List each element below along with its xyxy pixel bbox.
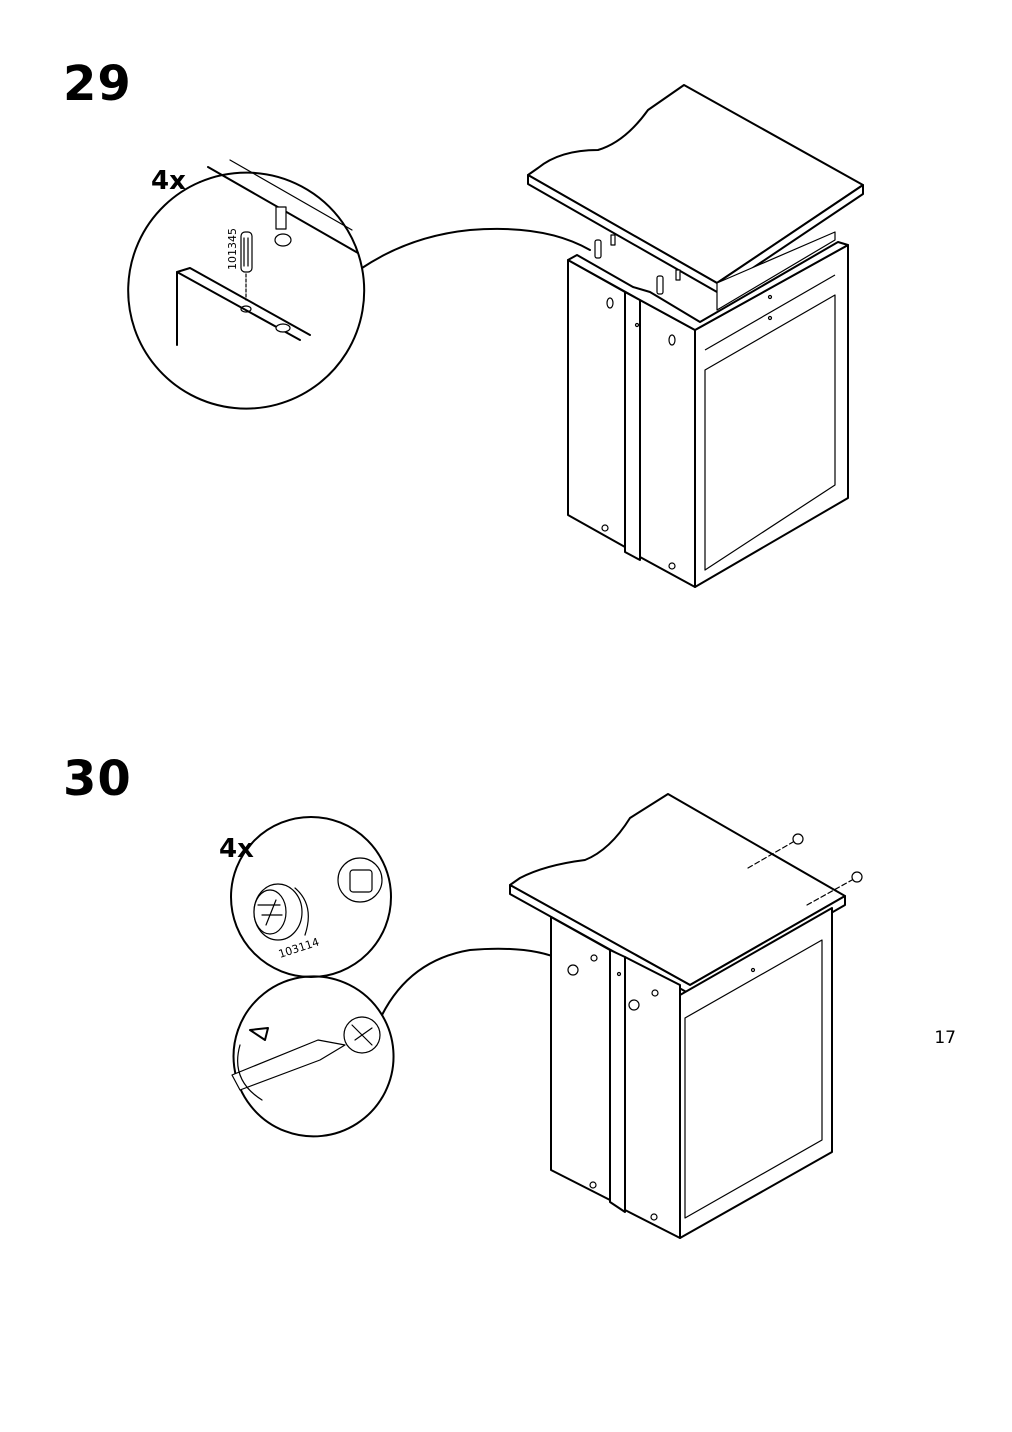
step-29-part-code: 101345 (226, 228, 239, 270)
step-30-number: 30 (63, 751, 132, 807)
step-30-detail-callout-tool (231, 947, 563, 1138)
step-29-quantity: 4x (151, 166, 186, 196)
step-29-number: 29 (63, 56, 132, 112)
step-30-detail-callout-part: 103114 (230, 816, 392, 978)
step-29-detail-callout: 101345 (127, 159, 591, 410)
cam-lock-nut-icon (253, 883, 309, 941)
flathead-screwdriver-icon (231, 1027, 346, 1101)
step-29-cabinet (527, 84, 864, 588)
dowel-peg-icon (274, 206, 292, 247)
page-number: 17 (934, 1028, 956, 1048)
step-30-cabinet (509, 793, 863, 1239)
wooden-dowel-icon (240, 231, 253, 313)
